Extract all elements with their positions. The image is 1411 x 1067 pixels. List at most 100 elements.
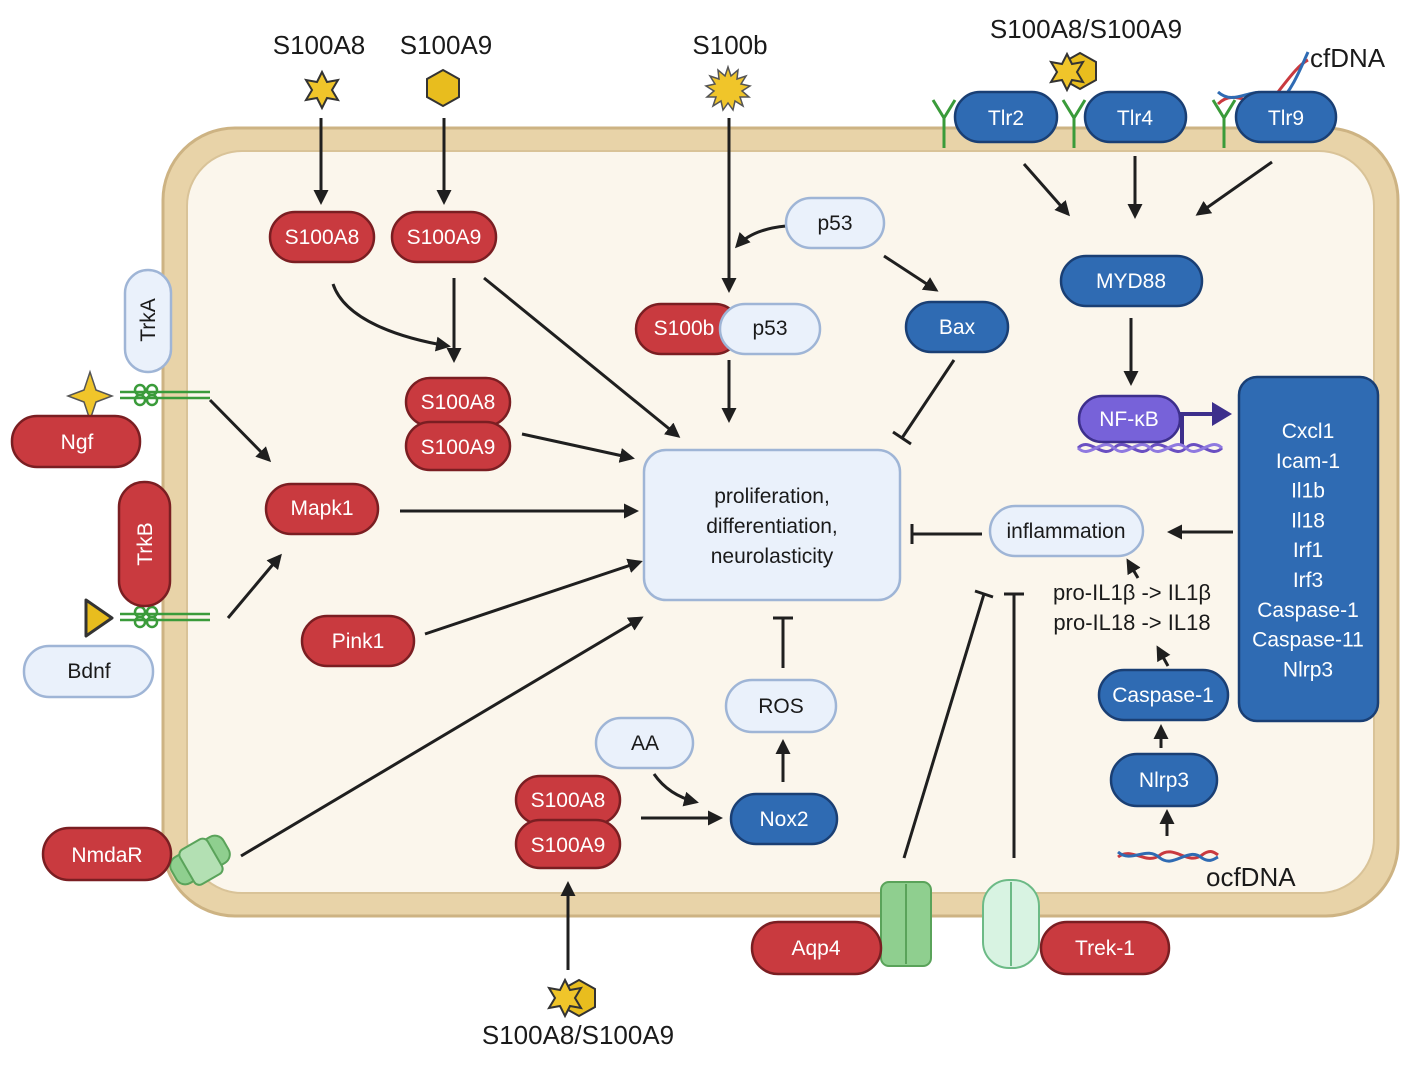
complex-s100a9-node: S100A9 bbox=[404, 420, 512, 472]
svg-text:AA: AA bbox=[631, 732, 659, 755]
nmdar-channel-icon bbox=[169, 834, 231, 886]
svg-text:Pink1: Pink1 bbox=[332, 630, 385, 653]
svg-text:Nlrp3: Nlrp3 bbox=[1139, 769, 1189, 792]
outcome-box: proliferation, differentiation, neurolas… bbox=[642, 448, 902, 602]
svg-text:inflammation: inflammation bbox=[1006, 520, 1125, 543]
p53-bound-node: p53 bbox=[718, 302, 822, 356]
outcome-line-3: neurolasticity bbox=[711, 545, 834, 568]
nox2-node: Nox2 bbox=[729, 792, 839, 846]
bdnf-triangle-icon bbox=[84, 598, 114, 638]
svg-text:Tlr9: Tlr9 bbox=[1268, 107, 1304, 130]
svg-text:TrkB: TrkB bbox=[134, 522, 157, 566]
s100a8-s100a9-top-complex-icon bbox=[1049, 51, 1097, 93]
gene-target-item: Il18 bbox=[1291, 509, 1325, 532]
myd88-node: MYD88 bbox=[1059, 254, 1204, 308]
s100a8-s100a9-bottom-complex-icon bbox=[547, 977, 596, 1019]
svg-text:p53: p53 bbox=[752, 317, 787, 340]
ext-label-s100a8: S100A8 bbox=[273, 30, 366, 60]
svg-text:Tlr4: Tlr4 bbox=[1117, 107, 1153, 130]
caspase1-node: Caspase-1 bbox=[1097, 668, 1230, 722]
svg-text:Nox2: Nox2 bbox=[759, 808, 808, 831]
s100a8-star-icon bbox=[304, 69, 340, 111]
gene-target-item: Nlrp3 bbox=[1283, 658, 1333, 681]
svg-text:Tlr2: Tlr2 bbox=[988, 107, 1024, 130]
trka-receptor: TrkA bbox=[123, 268, 173, 374]
ext-label-s100b: S100b bbox=[692, 30, 767, 60]
svg-text:NmdaR: NmdaR bbox=[71, 844, 142, 867]
svg-text:S100A9: S100A9 bbox=[407, 226, 482, 249]
s100b-node: S100b bbox=[634, 302, 742, 356]
ext-label-ocfdna: ocfDNA bbox=[1206, 862, 1296, 892]
nfkb-node: NF-κB bbox=[1077, 394, 1182, 444]
gene-target-item: Il1b bbox=[1291, 480, 1325, 503]
outcome-line-1: proliferation, bbox=[714, 485, 830, 508]
svg-text:Bdnf: Bdnf bbox=[67, 660, 110, 683]
svg-text:S100A8: S100A8 bbox=[531, 789, 606, 812]
gene-target-item: Irf3 bbox=[1293, 569, 1323, 592]
edges bbox=[208, 118, 1273, 970]
svg-text:Trek-1: Trek-1 bbox=[1075, 937, 1135, 960]
bdnf-ligand: Bdnf bbox=[22, 644, 155, 699]
nmdar-receptor: NmdaR bbox=[41, 826, 173, 882]
outcome-line-2: differentiation, bbox=[706, 515, 838, 538]
gene-target-item: Caspase-1 bbox=[1257, 599, 1359, 622]
s100a8-node: S100A8 bbox=[268, 210, 376, 264]
trek1-channel-icon bbox=[982, 879, 1040, 969]
svg-text:Mapk1: Mapk1 bbox=[290, 497, 353, 520]
svg-text:Caspase-1: Caspase-1 bbox=[1112, 684, 1214, 707]
bax-node: Bax bbox=[904, 300, 1010, 354]
svg-text:p53: p53 bbox=[817, 212, 852, 235]
svg-text:S100b: S100b bbox=[654, 317, 715, 340]
trek1-channel: Trek-1 bbox=[1039, 920, 1171, 976]
ext-label-s100a8-s100a9-top: S100A8/S100A9 bbox=[990, 14, 1182, 44]
gene-target-item: Irf1 bbox=[1293, 539, 1323, 562]
gene-target-list: Cxcl1Icam-1Il1bIl18Irf1Irf3Caspase-1Casp… bbox=[1252, 420, 1364, 681]
svg-text:TrkA: TrkA bbox=[137, 298, 160, 342]
gene-target-item: Cxcl1 bbox=[1282, 420, 1335, 443]
s100a9-hexagon-icon bbox=[426, 68, 460, 108]
trk-receptor-anchors-icon bbox=[120, 383, 210, 629]
svg-text:Aqp4: Aqp4 bbox=[791, 937, 840, 960]
p53-node: p53 bbox=[784, 196, 886, 250]
transcription-start-icon bbox=[1076, 402, 1232, 453]
s100b-burst-icon bbox=[704, 64, 752, 112]
cleavage-il18: pro-IL18 -> IL18 bbox=[1053, 610, 1210, 635]
pink1-node: Pink1 bbox=[300, 614, 416, 668]
svg-text:S100A9: S100A9 bbox=[531, 834, 606, 857]
tlr4-receptor: Tlr4 bbox=[1083, 90, 1188, 144]
svg-text:MYD88: MYD88 bbox=[1096, 270, 1166, 293]
svg-text:Ngf: Ngf bbox=[61, 431, 94, 454]
svg-text:ROS: ROS bbox=[758, 695, 804, 718]
ngf-star-icon bbox=[65, 369, 115, 423]
aa-node: AA bbox=[594, 716, 695, 770]
mapk1-node: Mapk1 bbox=[264, 482, 380, 536]
tlr-antennas-icon bbox=[931, 99, 1237, 148]
complex2-s100a8-node: S100A8 bbox=[514, 774, 622, 826]
s100a9-node: S100A9 bbox=[390, 210, 498, 264]
gene-target-item: Caspase-11 bbox=[1252, 629, 1364, 652]
svg-text:Bax: Bax bbox=[939, 316, 976, 339]
ocfdna-icon bbox=[1117, 850, 1219, 863]
ext-label-s100a8-s100a9-bottom: S100A8/S100A9 bbox=[482, 1020, 674, 1050]
svg-text:NF-κB: NF-κB bbox=[1099, 408, 1159, 431]
ext-label-cfdna: cfDNA bbox=[1310, 43, 1386, 73]
trkb-receptor: TrkB bbox=[117, 480, 172, 608]
complex2-s100a9-node: S100A9 bbox=[514, 818, 622, 870]
inflammation-node: inflammation bbox=[988, 504, 1145, 558]
aqp4-channel-icon bbox=[880, 881, 932, 967]
tlr2-receptor: Tlr2 bbox=[953, 90, 1059, 144]
svg-text:S100A8: S100A8 bbox=[421, 391, 496, 414]
ros-node: ROS bbox=[724, 678, 838, 734]
svg-text:S100A8: S100A8 bbox=[285, 226, 360, 249]
svg-text:S100A9: S100A9 bbox=[421, 436, 496, 459]
tlr9-receptor: Tlr9 bbox=[1234, 90, 1338, 144]
gene-target-box: Cxcl1Icam-1Il1bIl18Irf1Irf3Caspase-1Casp… bbox=[1237, 375, 1380, 723]
gene-target-item: Icam-1 bbox=[1276, 450, 1340, 473]
nlrp3-node: Nlrp3 bbox=[1109, 752, 1219, 808]
aqp4-channel: Aqp4 bbox=[750, 920, 883, 976]
complex-s100a8-node: S100A8 bbox=[404, 376, 512, 428]
cleavage-il1b: pro-IL1β -> IL1β bbox=[1053, 580, 1211, 605]
ext-label-s100a9: S100A9 bbox=[400, 30, 493, 60]
